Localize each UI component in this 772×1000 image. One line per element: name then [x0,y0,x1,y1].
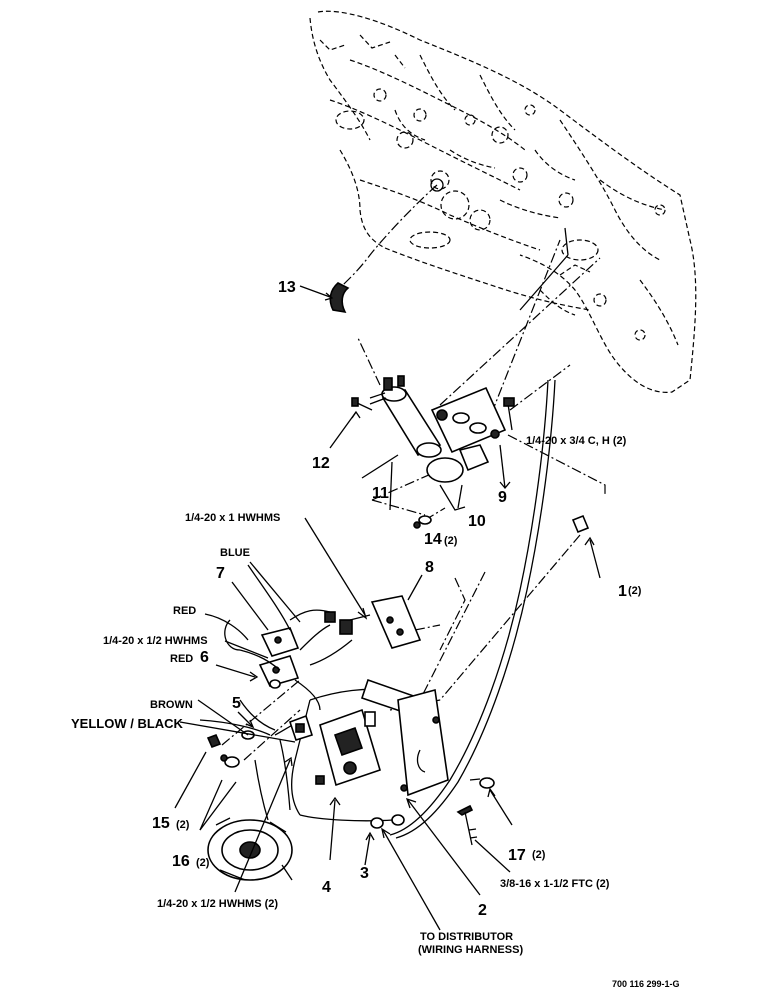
label-1-qty: (2) [628,585,642,597]
label-hwhms-half-2: 1/4-20 x 1/2 HWHMS (2) [157,898,278,910]
label-8: 8 [425,559,434,576]
part-14-washer [413,515,432,529]
label-7: 7 [216,565,225,582]
label-4: 4 [322,879,331,896]
label-16: 16 [172,853,190,870]
part-16-washer [199,754,240,831]
label-red-6: RED [170,653,193,665]
part-17-washer [479,777,513,826]
label-hwhms-1: 1/4-20 x 1 HWHMS [185,512,280,524]
label-yellow-black: YELLOW / BLACK [71,716,184,731]
part-15-nut [174,733,222,809]
label-5: 5 [232,695,241,712]
ftc-bolt [456,804,511,873]
part-3-leader [364,831,375,866]
label-15-qty: (2) [176,819,190,831]
starter-solenoid [207,817,293,881]
label-bolt-c-h: 1/4-20 x 3/4 C, H (2) [526,435,627,447]
part-12-screw [329,397,373,449]
label-9: 9 [498,489,507,506]
label-leaders [179,517,368,893]
assembly-lines [221,184,606,781]
label-14-qty: (2) [444,535,458,547]
label-6: 6 [200,649,209,666]
part-9-mounting-plate [430,386,511,490]
part-4-module [315,708,381,861]
bolt-c-h [503,397,515,431]
label-12: 12 [312,455,330,472]
distributor-plug [370,814,441,931]
label-17-qty: (2) [532,849,546,861]
label-17: 17 [508,847,526,864]
part-5-connector [237,711,314,741]
label-3: 3 [360,865,369,882]
drawing-number: 700 116 299-1-G [612,979,680,989]
label-2: 2 [478,902,487,919]
part-labels: 13 12 11 10 9 14 (2) 1 (2) 8 7 RED 6 5 1… [71,279,680,989]
engine-block [309,10,697,393]
part-13-hose-clip [299,282,350,314]
label-wiring-harness: (WIRING HARNESS) [418,944,523,956]
label-red: RED [173,605,196,617]
label-16-qty: (2) [196,857,210,869]
part-8-connector-block [324,574,423,649]
label-10: 10 [468,513,486,530]
label-15: 15 [152,815,170,832]
part-11-ignition-coil [361,375,442,511]
label-ftc: 3/8-16 x 1-1/2 FTC (2) [500,878,610,890]
part-2-bracket [360,678,481,896]
label-brown: BROWN [150,699,193,711]
part-6-terminal [215,655,300,687]
label-to-distributor: TO DISTRIBUTOR [420,931,513,943]
label-11: 11 [372,485,389,502]
part-10-coil-clamp [426,444,490,511]
wires [199,564,391,821]
part-1-grommet [571,514,601,579]
label-blue: BLUE [220,547,250,559]
label-1: 1 [618,583,627,600]
label-13: 13 [278,279,296,296]
label-14: 14 [424,531,442,548]
label-hwhms-half: 1/4-20 x 1/2 HWHMS [103,635,208,647]
part-7-terminal [231,581,300,657]
